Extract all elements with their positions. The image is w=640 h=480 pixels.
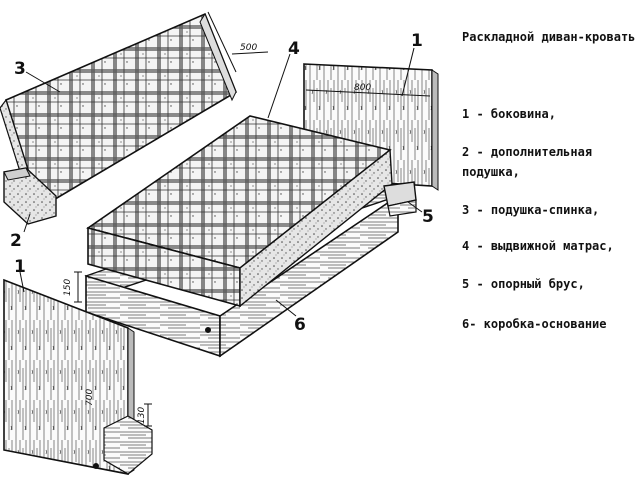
- dimension-500: 500: [240, 43, 257, 53]
- legend-panel: Раскладной диван-кровать 1 - боковина, 2…: [462, 0, 640, 480]
- support-beam: [383, 181, 417, 217]
- callout-5: 5: [422, 207, 434, 227]
- callout-6: 6: [294, 315, 306, 335]
- dimension-700: 700: [85, 389, 95, 406]
- additional-cushion: [3, 167, 57, 225]
- legend-item-side-panel: 1 - боковина,: [462, 107, 556, 121]
- dimension-130: 130: [137, 407, 147, 424]
- dimension-150: 150: [63, 279, 73, 296]
- legend-item-mattress: 4 - выдвижной матрас,: [462, 239, 614, 253]
- back-cushion: [0, 12, 237, 218]
- callout-1-left: 1: [14, 257, 26, 277]
- legend-item-additional-cushion: 2 - дополнительная подушка,: [462, 145, 593, 179]
- callout-4: 4: [288, 39, 300, 59]
- legend-item-base-box: 6- коробка-основание: [462, 317, 607, 331]
- callout-1-top: 1: [411, 31, 423, 51]
- leader-lines: [19, 47, 423, 317]
- callout-2: 2: [10, 231, 22, 251]
- callout-3: 3: [14, 59, 26, 79]
- diagram-title: Раскладной диван-кровать: [462, 30, 636, 44]
- side-panel-left: [3, 278, 153, 475]
- dimension-lines: [74, 11, 431, 427]
- dimension-800: 800: [354, 83, 371, 93]
- pull-out-mattress: [86, 115, 393, 308]
- legend-item-support-beam: 5 - опорный брус,: [462, 277, 585, 291]
- legend-item-back-cushion: 3 - подушка-спинка,: [462, 203, 600, 217]
